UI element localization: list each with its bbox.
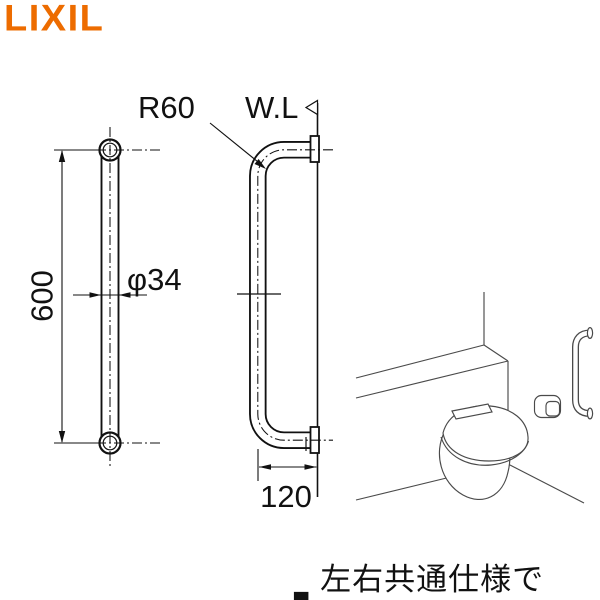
front-view-drawing: 600 φ34 (25, 127, 182, 467)
room-illustration (355, 292, 594, 504)
wall-line-marker (304, 99, 319, 116)
paper-holder (533, 394, 562, 419)
toilet (438, 403, 530, 500)
radius-label: R60 (138, 90, 195, 125)
spec-note: ■ 左右共通仕様です。 (292, 554, 600, 600)
toilet-lid-hinge (451, 403, 493, 420)
diameter-dimension-label: φ34 (127, 262, 182, 297)
side-top-flange (309, 135, 320, 163)
note-text: 左右共通仕様です。 (320, 562, 545, 597)
depth-dimension: 120 (257, 449, 317, 514)
grab-bar-side-centerline (257, 149, 333, 441)
wall-line-label: W.L (245, 90, 298, 125)
grab-bar-side-outline (249, 141, 313, 449)
note-bullet-square: ■ (292, 582, 311, 600)
diameter-dimension: φ34 (73, 262, 182, 298)
side-view-drawing: W.L R60 120 (138, 90, 333, 514)
grab-bar-illustration (572, 327, 594, 420)
lixil-logo: LIXIL (4, 0, 105, 40)
height-dimension-label: 600 (25, 270, 60, 322)
depth-dimension-label: 120 (260, 479, 312, 514)
radius-leader: R60 (138, 90, 266, 169)
height-dimension: 600 (25, 150, 66, 443)
